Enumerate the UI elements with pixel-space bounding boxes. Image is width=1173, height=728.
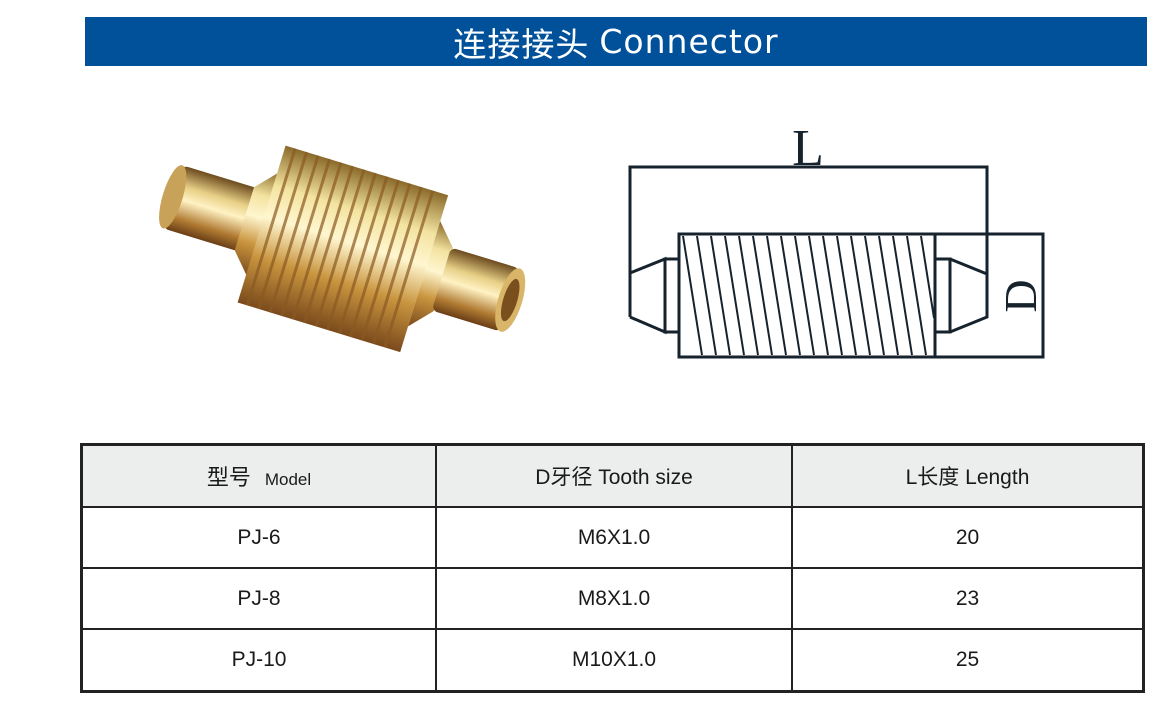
cell-tooth: M10X1.0 [435,628,793,693]
header-model-en: Model [264,470,312,489]
header-tooth-cn: D牙径 [535,466,593,489]
header-model: 型号 Model [80,443,437,508]
cell-model: PJ-10 [80,628,437,693]
diameter-label: D [995,279,1046,312]
cell-length: 23 [791,567,1145,631]
table-header: 型号 Model D牙径 Tooth size L长度 Length [80,443,1145,508]
title-banner: 连接接头 Connector [85,17,1147,66]
header-length-cn: L长度 [905,466,960,489]
title-cn: 连接接头 [453,24,590,64]
thread-lines [682,235,935,356]
header-length: L长度 Length [791,443,1145,508]
connector-photo [159,145,526,353]
cell-model: PJ-6 [80,505,437,570]
spec-table: 型号 Model D牙径 Tooth size L长度 Length PJ-6 M… [80,443,1145,693]
header-length-en: Length [965,466,1030,489]
cell-model: PJ-8 [80,567,437,631]
title-en: Connector [599,22,779,61]
cell-tooth: M8X1.0 [435,567,793,631]
table-row: PJ-10 M10X1.0 25 [80,628,1145,693]
technical-drawing [628,165,1045,359]
header-tooth-en: Tooth size [598,466,693,489]
header-tooth: D牙径 Tooth size [435,443,793,508]
cell-length: 25 [791,628,1145,693]
header-model-cn: 型号 [206,466,251,491]
cell-length: 20 [791,505,1145,570]
length-label: L [792,120,824,177]
cell-tooth: M6X1.0 [435,505,793,570]
table-row: PJ-6 M6X1.0 20 [80,505,1145,570]
table-row: PJ-8 M8X1.0 23 [80,567,1145,631]
